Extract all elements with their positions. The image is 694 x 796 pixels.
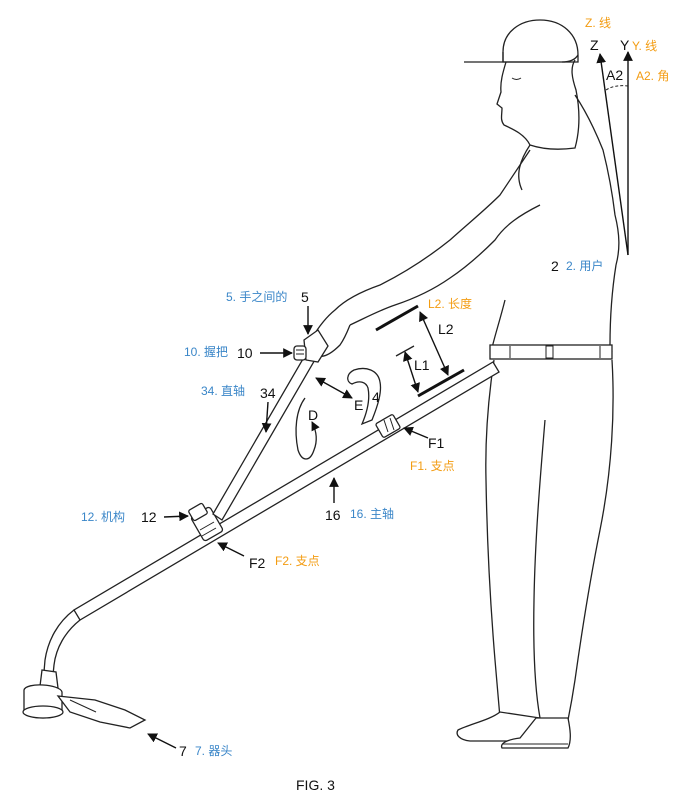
- label-mechanism: 12: [141, 509, 157, 525]
- reference-axes: [596, 51, 633, 256]
- label-user-cn: 2. 用户: [566, 258, 603, 273]
- label-main-shaft-cn: 16. 主轴: [350, 506, 394, 521]
- angle-a2-arc: [605, 85, 629, 91]
- label-straight-shaft: 34: [260, 385, 276, 401]
- label-l1: L1: [414, 357, 430, 373]
- leaders: [147, 306, 429, 749]
- label-f1-cn: F1. 支点: [410, 459, 455, 473]
- shoe-back: [500, 717, 571, 749]
- trimmer: [22, 329, 500, 729]
- label-f2: F2: [249, 555, 266, 571]
- label-a2-cn: A2. 角: [636, 69, 669, 83]
- z-line: [596, 53, 629, 256]
- user-figure: [310, 19, 620, 749]
- e-arrow: [315, 377, 353, 399]
- fulcrum-f1: [375, 414, 401, 438]
- label-grip: 10: [237, 345, 253, 361]
- dimensions: [315, 304, 465, 399]
- label-l2: L2: [438, 321, 454, 337]
- figure-caption: FIG. 3: [296, 777, 335, 793]
- label-z: Z: [590, 37, 599, 53]
- straight-shaft: [212, 351, 317, 521]
- legs: [485, 359, 614, 721]
- rotation-d-arrow: [295, 397, 320, 460]
- label-straight-shaft-cn: 34. 直轴: [201, 383, 245, 398]
- cutting-head: [22, 669, 147, 729]
- label-f2-cn: F2. 支点: [275, 554, 320, 568]
- label-between-hands: 5: [301, 289, 309, 305]
- label-rear-handle: 4: [372, 389, 380, 405]
- front-grip: [293, 329, 329, 363]
- label-grip-cn: 10. 握把: [184, 344, 228, 359]
- arm: [311, 149, 541, 339]
- label-e: E: [354, 397, 363, 413]
- label-f1: F1: [428, 435, 445, 451]
- l1-arrow: [403, 351, 420, 393]
- label-head: 7: [179, 743, 187, 759]
- label-a2: A2: [606, 67, 623, 83]
- label-z-cn: Z. 线: [585, 16, 611, 30]
- shoe-front: [456, 711, 541, 742]
- label-user: 2: [551, 258, 559, 274]
- label-l2-cn: L2. 长度: [428, 296, 472, 311]
- head: [496, 59, 580, 150]
- l2-arrow: [419, 311, 449, 376]
- label-mechanism-cn: 12. 机构: [81, 509, 125, 524]
- label-y-cn: Y. 线: [632, 39, 657, 53]
- label-main-shaft: 16: [325, 507, 341, 523]
- cap: [502, 19, 579, 63]
- label-between-hands-cn: 5. 手之间的: [226, 289, 287, 304]
- label-head-cn: 7. 器头: [195, 744, 232, 758]
- labels: Z. 线 Z Y Y. 线 A2 A2. 角 2 2. 用户 5. 手之间的 5…: [81, 16, 669, 793]
- label-d: D: [308, 407, 318, 423]
- label-y: Y: [620, 37, 630, 53]
